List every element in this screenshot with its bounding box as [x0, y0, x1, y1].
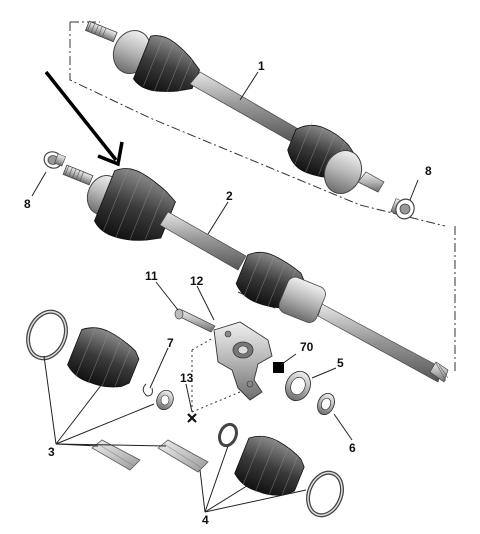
- bolt-11: [174, 308, 216, 333]
- drive-shaft-2: [62, 164, 449, 383]
- grease-pad-left: [91, 439, 141, 471]
- guide-lines: [191, 337, 241, 413]
- callout-12: 12: [190, 274, 204, 288]
- clamp-left: [26, 309, 68, 361]
- nut-8-left: [43, 151, 66, 169]
- callout-6: 6: [349, 441, 356, 455]
- nut-8-right: [390, 198, 415, 220]
- callout-70: 70: [300, 340, 314, 354]
- assembly-outline-upper: [69, 21, 446, 227]
- callout-5: 5: [337, 356, 344, 370]
- callout-labels: 1 2 3 4 5 6 7 8 8 11 12 13 70: [24, 59, 432, 527]
- callout-4: 4: [202, 513, 209, 527]
- drive-shaft-1: [85, 20, 385, 194]
- callout-3: 3: [48, 445, 55, 459]
- callout-7: 7: [167, 336, 174, 350]
- ring-7: [142, 383, 174, 411]
- callout-13: 13: [180, 371, 194, 385]
- bearing-bracket-12: [213, 321, 273, 401]
- callout-1: 1: [258, 59, 265, 73]
- callout-8-right: 8: [425, 164, 432, 178]
- leader-lines: [31, 71, 419, 513]
- boot-kit-3: [67, 326, 140, 388]
- callout-2: 2: [226, 189, 233, 203]
- callout-11: 11: [145, 269, 158, 283]
- marker-13: [187, 413, 197, 423]
- boot-kit-4: [234, 435, 305, 496]
- callout-8-left: 8: [24, 197, 31, 211]
- clamp-small-4: [218, 422, 238, 448]
- component-70: [273, 362, 284, 373]
- pointer-arrow: [44, 70, 124, 167]
- bearing-5: [285, 370, 311, 402]
- clamp-large-4: [306, 470, 344, 518]
- grease-pad-right: [157, 439, 209, 473]
- ring-6: [317, 392, 335, 416]
